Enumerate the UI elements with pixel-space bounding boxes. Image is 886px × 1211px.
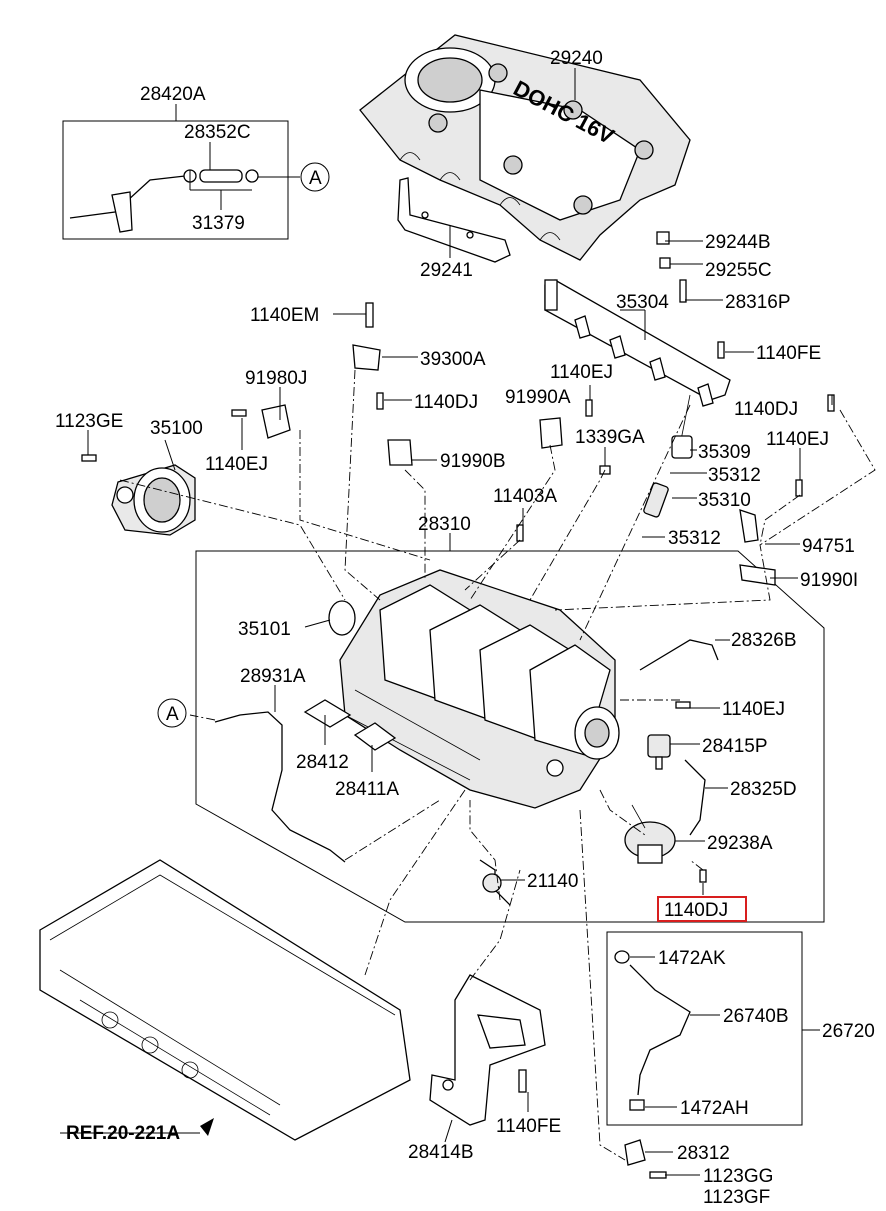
oring-35101 bbox=[328, 600, 356, 636]
label-35310: 35310 bbox=[698, 490, 751, 511]
engine-cover: DOHC 16V bbox=[359, 34, 691, 261]
label-35309: 35309 bbox=[698, 442, 751, 463]
bracket-29241 bbox=[397, 177, 511, 263]
label-ref: REF.20-221A bbox=[66, 1123, 180, 1144]
hose-28326B bbox=[639, 639, 719, 671]
label-1472AH: 1472AH bbox=[680, 1098, 749, 1119]
label-28412: 28412 bbox=[296, 752, 349, 773]
label-1339GA: 1339GA bbox=[575, 427, 645, 448]
label-91990A: 91990A bbox=[505, 387, 571, 408]
fasteners bbox=[81, 231, 835, 1179]
label-29240: 29240 bbox=[550, 48, 603, 69]
callout-top: A bbox=[309, 168, 322, 189]
label-11403A: 11403A bbox=[493, 486, 557, 507]
gasket-28412 bbox=[303, 699, 352, 728]
label-1123GG: 1123GG bbox=[703, 1166, 773, 1187]
part-labels: 29240 28420A 28352C 31379 29241 29244B 2… bbox=[55, 48, 875, 1208]
dashed-guides bbox=[119, 369, 876, 1161]
bracket-28414B bbox=[429, 974, 546, 1126]
pcv-hose-assembly bbox=[69, 169, 259, 233]
hose-26740B bbox=[614, 950, 691, 1111]
label-28420A: 28420A bbox=[140, 84, 206, 105]
injector bbox=[643, 435, 693, 518]
label-29255C: 29255C bbox=[705, 260, 772, 281]
hose-28931A bbox=[214, 711, 346, 863]
label-31379: 31379 bbox=[192, 213, 245, 234]
label-94751: 94751 bbox=[802, 536, 855, 557]
label-91980J: 91980J bbox=[245, 368, 307, 389]
label-29238A: 29238A bbox=[707, 833, 773, 854]
fuel-rail bbox=[544, 279, 731, 446]
label-29244B: 29244B bbox=[705, 232, 771, 253]
throttle-body bbox=[111, 464, 196, 536]
label-21140: 21140 bbox=[527, 871, 578, 892]
label-26720: 26720 bbox=[822, 1021, 875, 1042]
label-39300A: 39300A bbox=[420, 349, 486, 370]
label-1140DJ-highlighted: 1140DJ bbox=[664, 900, 728, 921]
label-35101: 35101 bbox=[238, 619, 291, 640]
label-1472AK: 1472AK bbox=[658, 948, 726, 969]
label-28325D: 28325D bbox=[730, 779, 797, 800]
label-28411A: 28411A bbox=[335, 779, 399, 800]
label-1140EJ-b: 1140EJ bbox=[205, 454, 268, 475]
solenoid-28415P bbox=[647, 734, 671, 770]
label-26740B: 26740B bbox=[723, 1006, 789, 1027]
label-28352C: 28352C bbox=[184, 122, 251, 143]
label-1140FE-top: 1140FE bbox=[756, 343, 821, 364]
actuator-29238A bbox=[624, 804, 676, 864]
box-26720 bbox=[606, 931, 803, 1126]
label-28316P: 28316P bbox=[725, 292, 791, 313]
label-1140EJ-d: 1140EJ bbox=[722, 699, 785, 720]
label-28414B: 28414B bbox=[408, 1142, 474, 1163]
label-29241: 29241 bbox=[420, 260, 473, 281]
label-1140EJ-a: 1140EJ bbox=[550, 362, 613, 383]
label-1140DJ-a: 1140DJ bbox=[414, 392, 478, 413]
label-1140DJ-b: 1140DJ bbox=[734, 399, 798, 420]
hose-28325D bbox=[684, 759, 706, 836]
callout-circle-left bbox=[157, 698, 187, 728]
label-28931A: 28931A bbox=[240, 666, 306, 687]
highlight-box bbox=[657, 896, 747, 922]
label-1140EM: 1140EM bbox=[250, 305, 319, 326]
box-intake-assembly bbox=[195, 550, 825, 923]
label-91990I: 91990I bbox=[800, 570, 858, 591]
cylinder-head bbox=[39, 859, 411, 1141]
label-35312-a: 35312 bbox=[708, 465, 761, 486]
label-91990B: 91990B bbox=[440, 451, 506, 472]
label-1140FE-bottom: 1140FE bbox=[496, 1116, 561, 1137]
leader-lines bbox=[60, 68, 833, 1176]
label-35312-b: 35312 bbox=[668, 528, 721, 549]
intake-manifold bbox=[339, 569, 620, 809]
label-1123GF: 1123GF bbox=[703, 1187, 770, 1208]
label-35100: 35100 bbox=[150, 418, 203, 439]
label-1123GE: 1123GE bbox=[55, 411, 123, 432]
label-1140EJ-c: 1140EJ bbox=[766, 429, 829, 450]
gasket-28411A bbox=[353, 722, 397, 751]
label-28326B: 28326B bbox=[731, 630, 797, 651]
label-35304: 35304 bbox=[616, 292, 669, 313]
callout-circle-top bbox=[300, 162, 330, 192]
callout-left: A bbox=[166, 704, 179, 725]
ref-arrow-icon bbox=[200, 1118, 214, 1136]
label-28415P: 28415P bbox=[702, 736, 768, 757]
label-28312: 28312 bbox=[677, 1143, 730, 1164]
label-28310: 28310 bbox=[418, 514, 471, 535]
part-21140 bbox=[479, 859, 511, 906]
